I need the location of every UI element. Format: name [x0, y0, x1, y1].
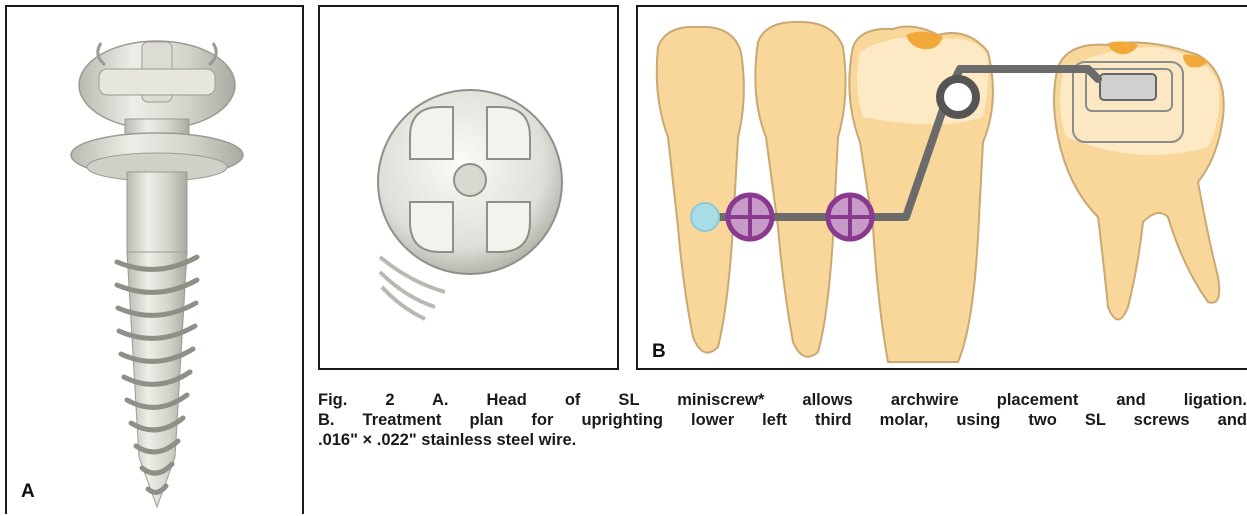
panel-label-b: B — [652, 341, 666, 363]
screw-cross-head — [79, 41, 235, 129]
sl-screw-1 — [728, 195, 772, 239]
tooth-2 — [755, 22, 845, 357]
panel-b-treatment-plan: B — [636, 5, 1247, 370]
miniscrew-illustration — [7, 7, 302, 516]
panel-a-miniscrew: A — [5, 5, 304, 514]
panel-screw-head-view — [318, 5, 619, 370]
caption-line-1: Fig. 2 A. Head of SL miniscrew* allows a… — [318, 390, 1247, 410]
caption-line-3: .016" × .022" stainless steel wire. — [318, 430, 1247, 450]
screw-shank — [127, 172, 187, 252]
screw-threads — [117, 252, 197, 507]
teeth-illustration — [638, 7, 1247, 368]
anchor-point — [691, 203, 719, 231]
screw-head-top-view — [320, 7, 617, 368]
center-hole — [454, 164, 486, 196]
figure-caption: Fig. 2 A. Head of SL miniscrew* allows a… — [318, 390, 1247, 450]
caption-line-2: B. Treatment plan for uprighting lower l… — [318, 410, 1247, 430]
wire-loop — [940, 79, 976, 115]
sl-screw-2 — [828, 195, 872, 239]
panel-label-a: A — [21, 481, 35, 503]
tooth-1 — [657, 27, 744, 353]
